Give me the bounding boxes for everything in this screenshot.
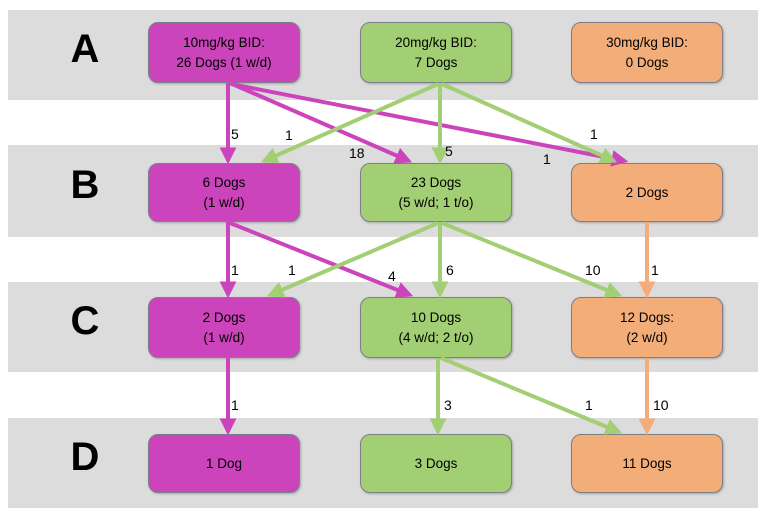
node-label: 3 Dogs [414,455,458,471]
edge-count-c1-to-d1: 1 [231,397,239,413]
edge-count-b2-to-c2: 6 [446,262,454,278]
node-c3[interactable]: 12 Dogs: (2 w/d) [571,297,723,358]
edge-count-a2-to-b3: 1 [590,126,598,142]
row-label-a: A [70,27,100,71]
node-label: 20mg/kg BID: 7 Dogs [395,34,477,70]
edge-count-a1-to-b2: 18 [349,145,365,161]
edge-count-a1-to-b3: 1 [543,151,551,167]
node-d1[interactable]: 1 Dog [148,434,300,493]
row-label-c: C [70,299,100,343]
row-label-d: D [70,435,100,479]
node-label: 6 Dogs (1 w/d) [202,174,246,210]
edge-count-c2-to-d2: 3 [444,397,452,413]
node-b2[interactable]: 23 Dogs (5 w/d; 1 t/o) [360,163,512,222]
node-a3[interactable]: 30mg/kg BID: 0 Dogs [571,22,723,83]
row-label-b: B [70,163,100,207]
node-label: 2 Dogs [625,184,669,200]
edge-count-b2-to-c3: 10 [585,262,601,278]
node-label: 10 Dogs (4 w/d; 2 t/o) [398,309,474,345]
edge-count-a1-to-b1: 5 [231,126,239,142]
node-label: 10mg/kg BID: 26 Dogs (1 w/d) [176,34,272,70]
node-a1[interactable]: 10mg/kg BID: 26 Dogs (1 w/d) [148,22,300,83]
edge-count-b3-to-c3: 1 [651,262,659,278]
edge-count-a2-to-b1: 1 [285,127,293,143]
edge-count-b1-to-c1: 1 [231,262,239,278]
node-label: 30mg/kg BID: 0 Dogs [606,34,688,70]
node-label: 11 Dogs [622,455,672,471]
edge-count-b1-to-c2: 4 [388,268,396,284]
node-b3[interactable]: 2 Dogs [571,163,723,222]
node-label: 2 Dogs (1 w/d) [202,309,246,345]
node-d3[interactable]: 11 Dogs [571,434,723,493]
edge-count-c2-to-d3: 1 [585,397,593,413]
node-a2[interactable]: 20mg/kg BID: 7 Dogs [360,22,512,83]
node-d2[interactable]: 3 Dogs [360,434,512,493]
edge-count-a2-to-b2: 5 [445,143,453,159]
edge-count-c3-to-d3: 10 [653,397,669,413]
node-label: 23 Dogs (5 w/d; 1 t/o) [398,174,474,210]
edge-count-b2-to-c1: 1 [288,262,296,278]
node-c2[interactable]: 10 Dogs (4 w/d; 2 t/o) [360,297,512,358]
node-label: 12 Dogs: (2 w/d) [619,309,675,345]
node-label: 1 Dog [205,455,243,471]
node-b1[interactable]: 6 Dogs (1 w/d) [148,163,300,222]
node-c1[interactable]: 2 Dogs (1 w/d) [148,297,300,358]
